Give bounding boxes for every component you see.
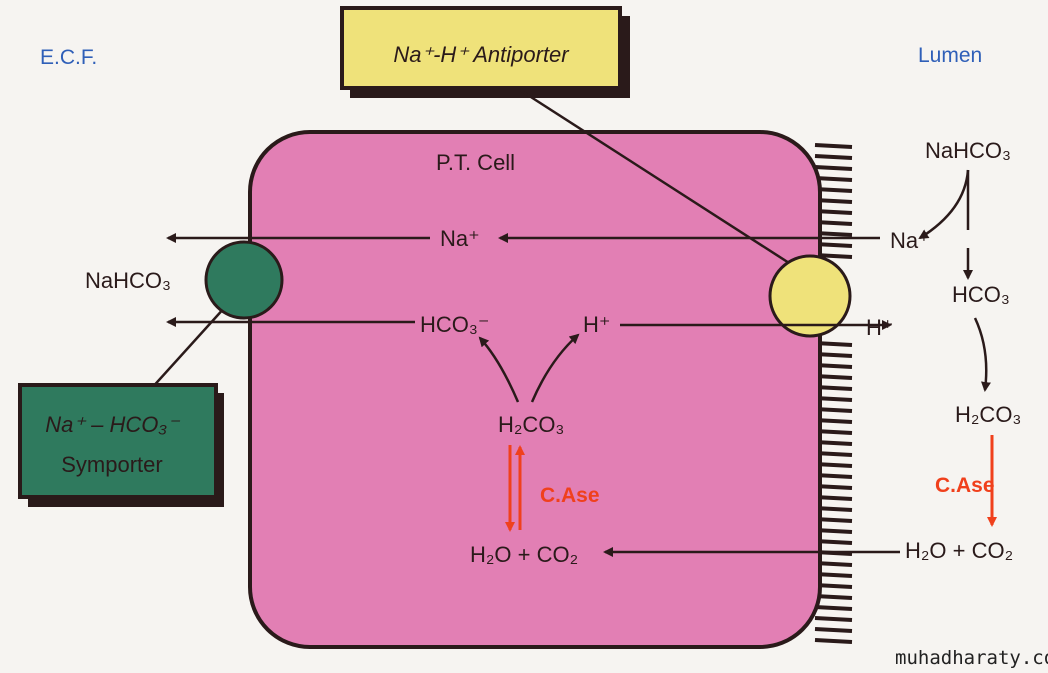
lumen-enzyme: C.Ase xyxy=(935,474,995,497)
cell-na: Na⁺ xyxy=(440,226,480,251)
lumen-h2co3: H₂CO₃ xyxy=(955,402,1021,427)
brush-hair xyxy=(814,154,853,160)
enzyme-arrows xyxy=(505,435,997,532)
cell-h2co3: H₂CO₃ xyxy=(498,412,564,437)
cell-hco3: HCO₃⁻ xyxy=(420,312,489,337)
lumen-h: H⁺ xyxy=(866,315,894,340)
lumen-na: Na⁺ xyxy=(890,228,930,253)
brush-hair xyxy=(814,605,853,611)
ecf-nahco3: NaHCO₃ xyxy=(85,268,171,293)
brush-hair xyxy=(814,627,853,633)
symporter-box xyxy=(18,383,218,499)
pt-cell-body xyxy=(248,130,822,649)
cell-h2o-co2: H₂O + CO₂ xyxy=(470,542,578,567)
symporter-label-2: Symporter xyxy=(61,452,162,477)
cell-h: H⁺ xyxy=(583,312,611,337)
ecf-label: E.C.F. xyxy=(40,46,97,69)
brush-hair xyxy=(814,143,853,149)
lumen-nahco3: NaHCO₃ xyxy=(925,138,1011,163)
brush-hair xyxy=(814,616,853,622)
arrows xyxy=(166,169,991,557)
brush-hair xyxy=(814,638,853,644)
symporter-label-1: Na⁺ – HCO₃⁻ xyxy=(45,412,181,437)
watermark: muhadharaty.com xyxy=(895,647,1048,669)
lumen-h2o-co2: H₂O + CO₂ xyxy=(905,538,1013,563)
brush-hair xyxy=(814,165,853,171)
cell-enzyme: C.Ase xyxy=(540,484,600,507)
antiporter-circle xyxy=(768,254,852,338)
lumen-hco3: HCO₃ xyxy=(952,282,1010,307)
antiporter-label: Na⁺-H⁺ Antiporter xyxy=(393,42,570,67)
brush-hair xyxy=(814,176,853,182)
antiporter-box xyxy=(340,6,622,90)
cell-label: P.T. Cell xyxy=(436,150,515,175)
lumen-label: Lumen xyxy=(918,44,982,67)
symporter-circle xyxy=(204,240,284,320)
